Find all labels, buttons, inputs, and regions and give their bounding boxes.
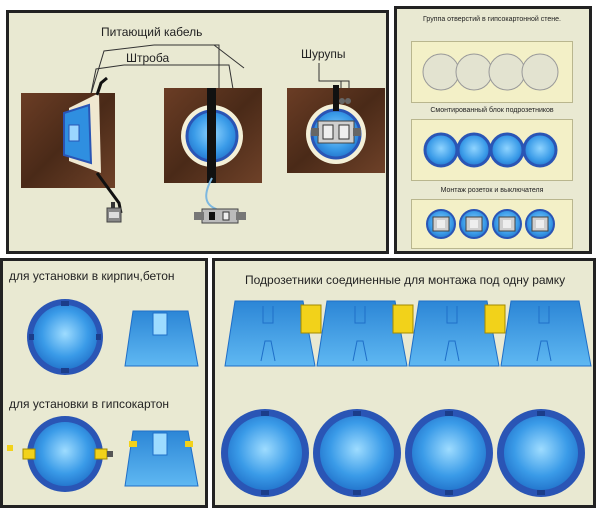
brick-box-top-view (27, 299, 103, 375)
label-power-cable: Питающий кабель (101, 25, 203, 39)
label-groove: Штроба (126, 51, 170, 65)
caption-joined-boxes: Подрозетники соединенные для монтажа под… (245, 273, 566, 287)
mounted-boxes (423, 132, 558, 168)
box-types-panel: для установки в кирпич,бетон для установ… (0, 258, 208, 508)
caption-brick-concrete: для установки в кирпич,бетон (9, 269, 175, 283)
joined-boxes-illustration (221, 300, 592, 497)
caption-holes: Группа отверстий в гипсокартонной стене. (423, 16, 561, 23)
box-types-illustration (7, 299, 199, 492)
installation-steps-panel: Питающий кабель Штроба Шурупы (6, 10, 389, 254)
step3-installed-mechanism (287, 85, 385, 173)
drywall-steps-panel: Группа отверстий в гипсокартонной стене.… (394, 6, 592, 254)
label-screws: Шурупы (301, 47, 346, 61)
joined-boxes-side-view (224, 300, 592, 367)
installed-mechanisms (426, 209, 555, 239)
step2-wall-box (164, 88, 262, 224)
drywall-box-side-view (124, 430, 199, 487)
step1-wall-section (21, 76, 123, 214)
drywall-holes (422, 53, 559, 91)
brick-box-side-view (124, 310, 199, 367)
leader-lines (86, 44, 350, 114)
installation-steps-illustration (21, 44, 385, 224)
drywall-steps-illustration (422, 53, 559, 239)
joined-boxes-panel: Подрозетники соединенные для монтажа под… (212, 258, 596, 508)
drywall-box-top-view (7, 416, 113, 492)
step1-switch-mechanism (106, 202, 122, 223)
caption-drywall: для установки в гипсокартон (9, 397, 170, 411)
caption-install: Монтаж розеток и выключателя (440, 187, 544, 194)
joined-boxes-top-view (221, 409, 585, 497)
caption-mounted: Смонтированный блок подрозетников (430, 107, 554, 114)
